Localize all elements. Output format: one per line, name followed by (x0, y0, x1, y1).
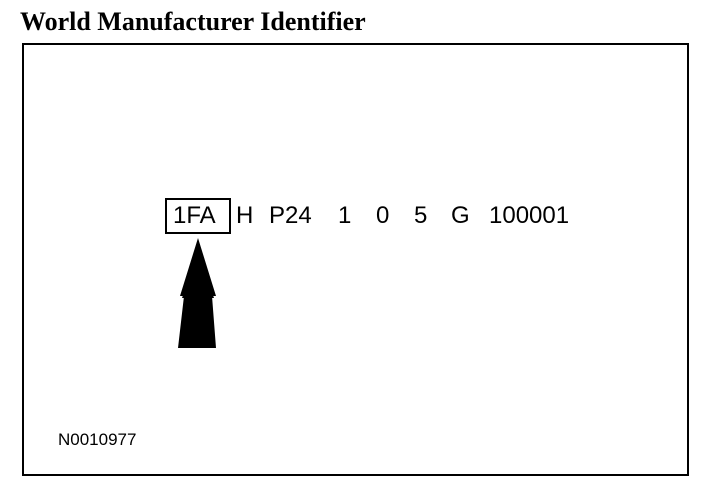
vin-segment-2: P24 (269, 202, 312, 229)
figure-reference-code: N0010977 (58, 430, 137, 449)
vin-segment-4: 0 (376, 202, 390, 229)
vin-segment-1: H (236, 202, 254, 229)
vin-example: 1FA H P24 1 0 5 G 100001 (24, 45, 687, 474)
page-title: World Manufacturer Identifier (20, 7, 366, 36)
vin-segment-3: 1 (338, 202, 352, 229)
vin-segment-6: G (451, 202, 470, 229)
up-arrow-icon (178, 238, 216, 348)
vin-segment-7: 100001 (489, 202, 570, 229)
diagram-frame: 1FA H P24 1 0 5 G 100001 N0010977 (22, 43, 689, 476)
wmi-highlight-box (165, 198, 231, 234)
vin-wmi: 1FA (173, 202, 216, 229)
vin-segment-5: 5 (414, 202, 428, 229)
